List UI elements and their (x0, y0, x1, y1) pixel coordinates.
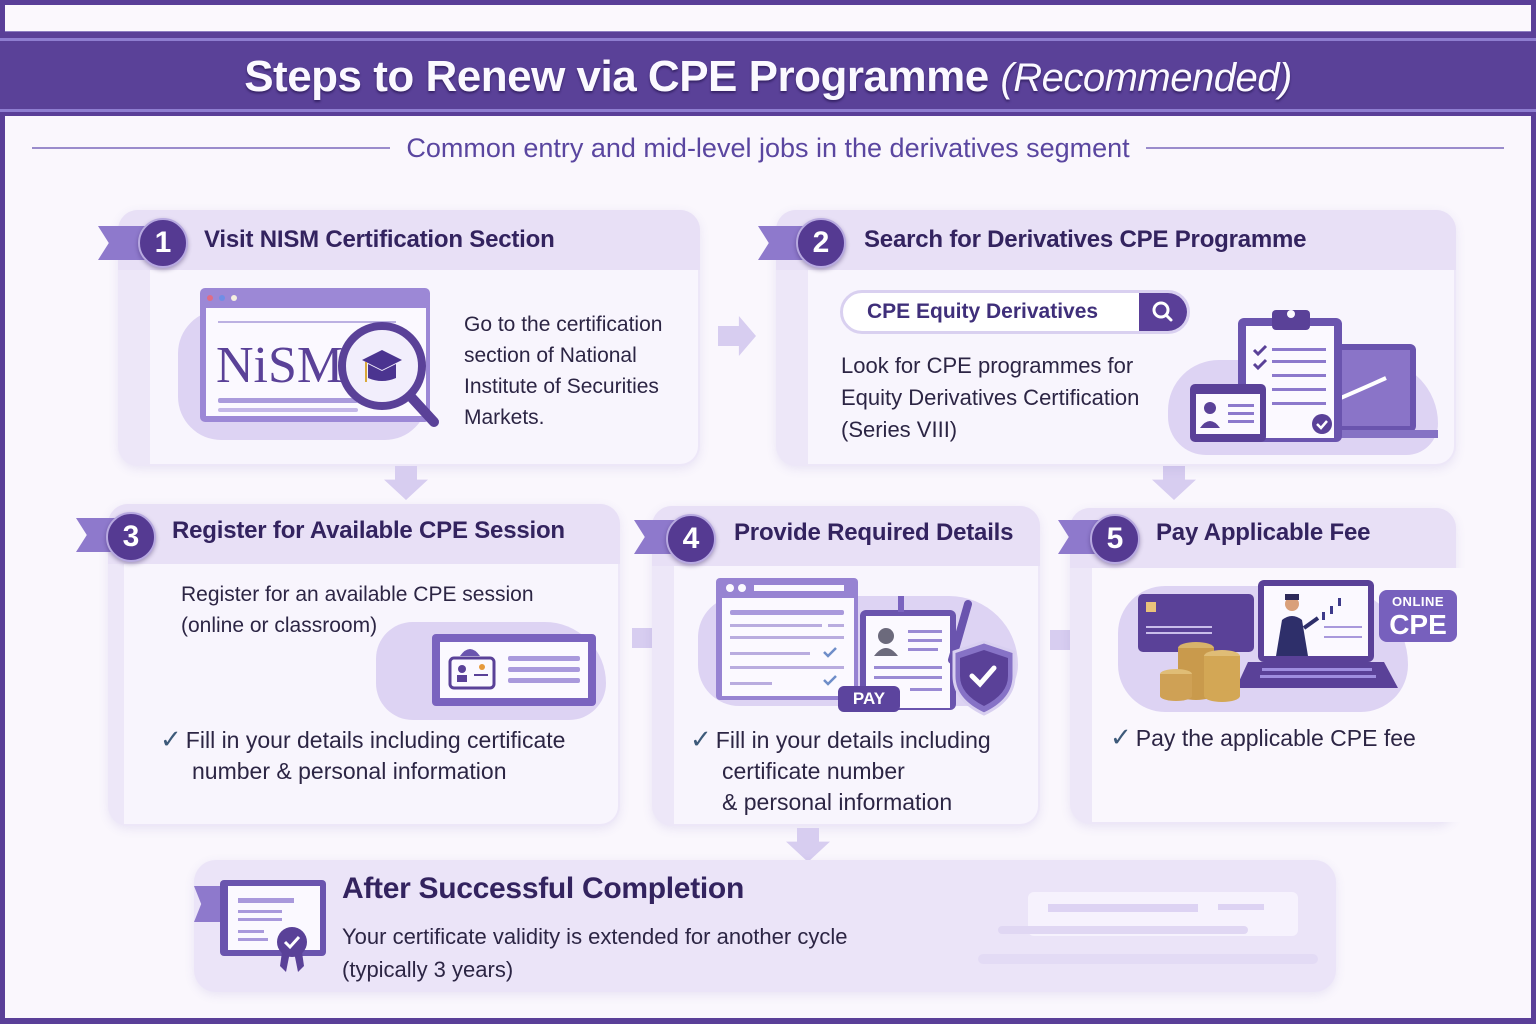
step-3-checklist: ✓Fill in your details including certific… (160, 724, 566, 784)
clipboard-checklist-icon (1238, 310, 1342, 442)
step-5-title: Pay Applicable Fee (1156, 519, 1371, 546)
graduation-cap-icon (362, 350, 402, 382)
page-title: Steps to Renew via CPE Programme (Recomm… (0, 44, 1536, 110)
search-field-value: CPE Equity Derivatives (867, 300, 1099, 323)
online-cpe-badge: ONLINE CPE (1379, 590, 1457, 642)
checkmark-icon: ✓ (690, 724, 712, 754)
search-button[interactable] (1139, 293, 1187, 331)
subtitle: Common entry and mid-level jobs in the d… (406, 132, 1130, 163)
step-1-number-badge: 1 (138, 218, 188, 268)
step-2-title: Search for Derivatives CPE Programme (864, 226, 1307, 253)
checkmark-icon: ✓ (160, 724, 182, 754)
step-4-illustration (716, 578, 1016, 716)
completion-description: Your certificate validity is extended fo… (342, 924, 848, 982)
laptop-presenter-icon (1236, 580, 1398, 688)
subtitle-divider-left (32, 147, 391, 149)
step-5-checklist: ✓Pay the applicable CPE fee (1110, 722, 1416, 752)
magnifier-icon (338, 322, 439, 427)
step-2-number-badge: 2 (796, 218, 846, 268)
step-2-description: Look for CPE programmes for Equity Deriv… (841, 353, 1140, 442)
registration-card-icon (432, 634, 596, 706)
header-band (0, 38, 1536, 112)
subtitle-row: Common entry and mid-level jobs in the d… (32, 128, 1504, 168)
step-4-checklist: ✓Fill in your details including certific… (690, 724, 991, 815)
certificate-award-icon (220, 880, 326, 972)
checkmark-icon: ✓ (1110, 722, 1132, 752)
step-1-header (118, 210, 700, 270)
step-3-title: Register for Available CPE Session (172, 517, 565, 544)
step-5-illustration (1138, 580, 1398, 702)
step-3-number-badge: 3 (106, 512, 156, 562)
step-3-header (108, 504, 620, 564)
coins-icon (1160, 642, 1240, 702)
profile-document-icon (860, 596, 956, 710)
step-1-description: Go to the certification section of Natio… (464, 313, 663, 429)
subtitle-divider-right (1145, 147, 1504, 149)
page-title-suffix: (Recommended) (1000, 56, 1292, 100)
step-2-header (776, 210, 1456, 270)
search-field[interactable]: CPE Equity Derivatives (840, 290, 1190, 334)
step-4-header (652, 506, 1040, 566)
step-3-description: Register for an available CPE session (o… (181, 583, 534, 637)
credit-card-icon (1138, 594, 1254, 652)
shield-check-icon (952, 640, 1016, 716)
step-1-title: Visit NISM Certification Section (204, 226, 555, 253)
search-icon (1152, 301, 1173, 322)
id-card-icon (1190, 384, 1266, 442)
completion-title: After Successful Completion (342, 872, 744, 905)
nism-logo-text: NiSM (216, 337, 343, 394)
form-window-icon (716, 578, 858, 700)
step-5-number-badge: 5 (1090, 514, 1140, 564)
page-title-main: Steps to Renew via CPE Programme (244, 52, 989, 101)
completion-decoration (978, 892, 1318, 964)
step-4-number-badge: 4 (666, 514, 716, 564)
step-4-title: Provide Required Details (734, 519, 1014, 546)
top-strip (5, 5, 1531, 32)
step-2-illustration (1190, 310, 1438, 442)
browser-window-icon: NiSM (200, 288, 439, 427)
pay-tag: PAY (838, 686, 900, 712)
